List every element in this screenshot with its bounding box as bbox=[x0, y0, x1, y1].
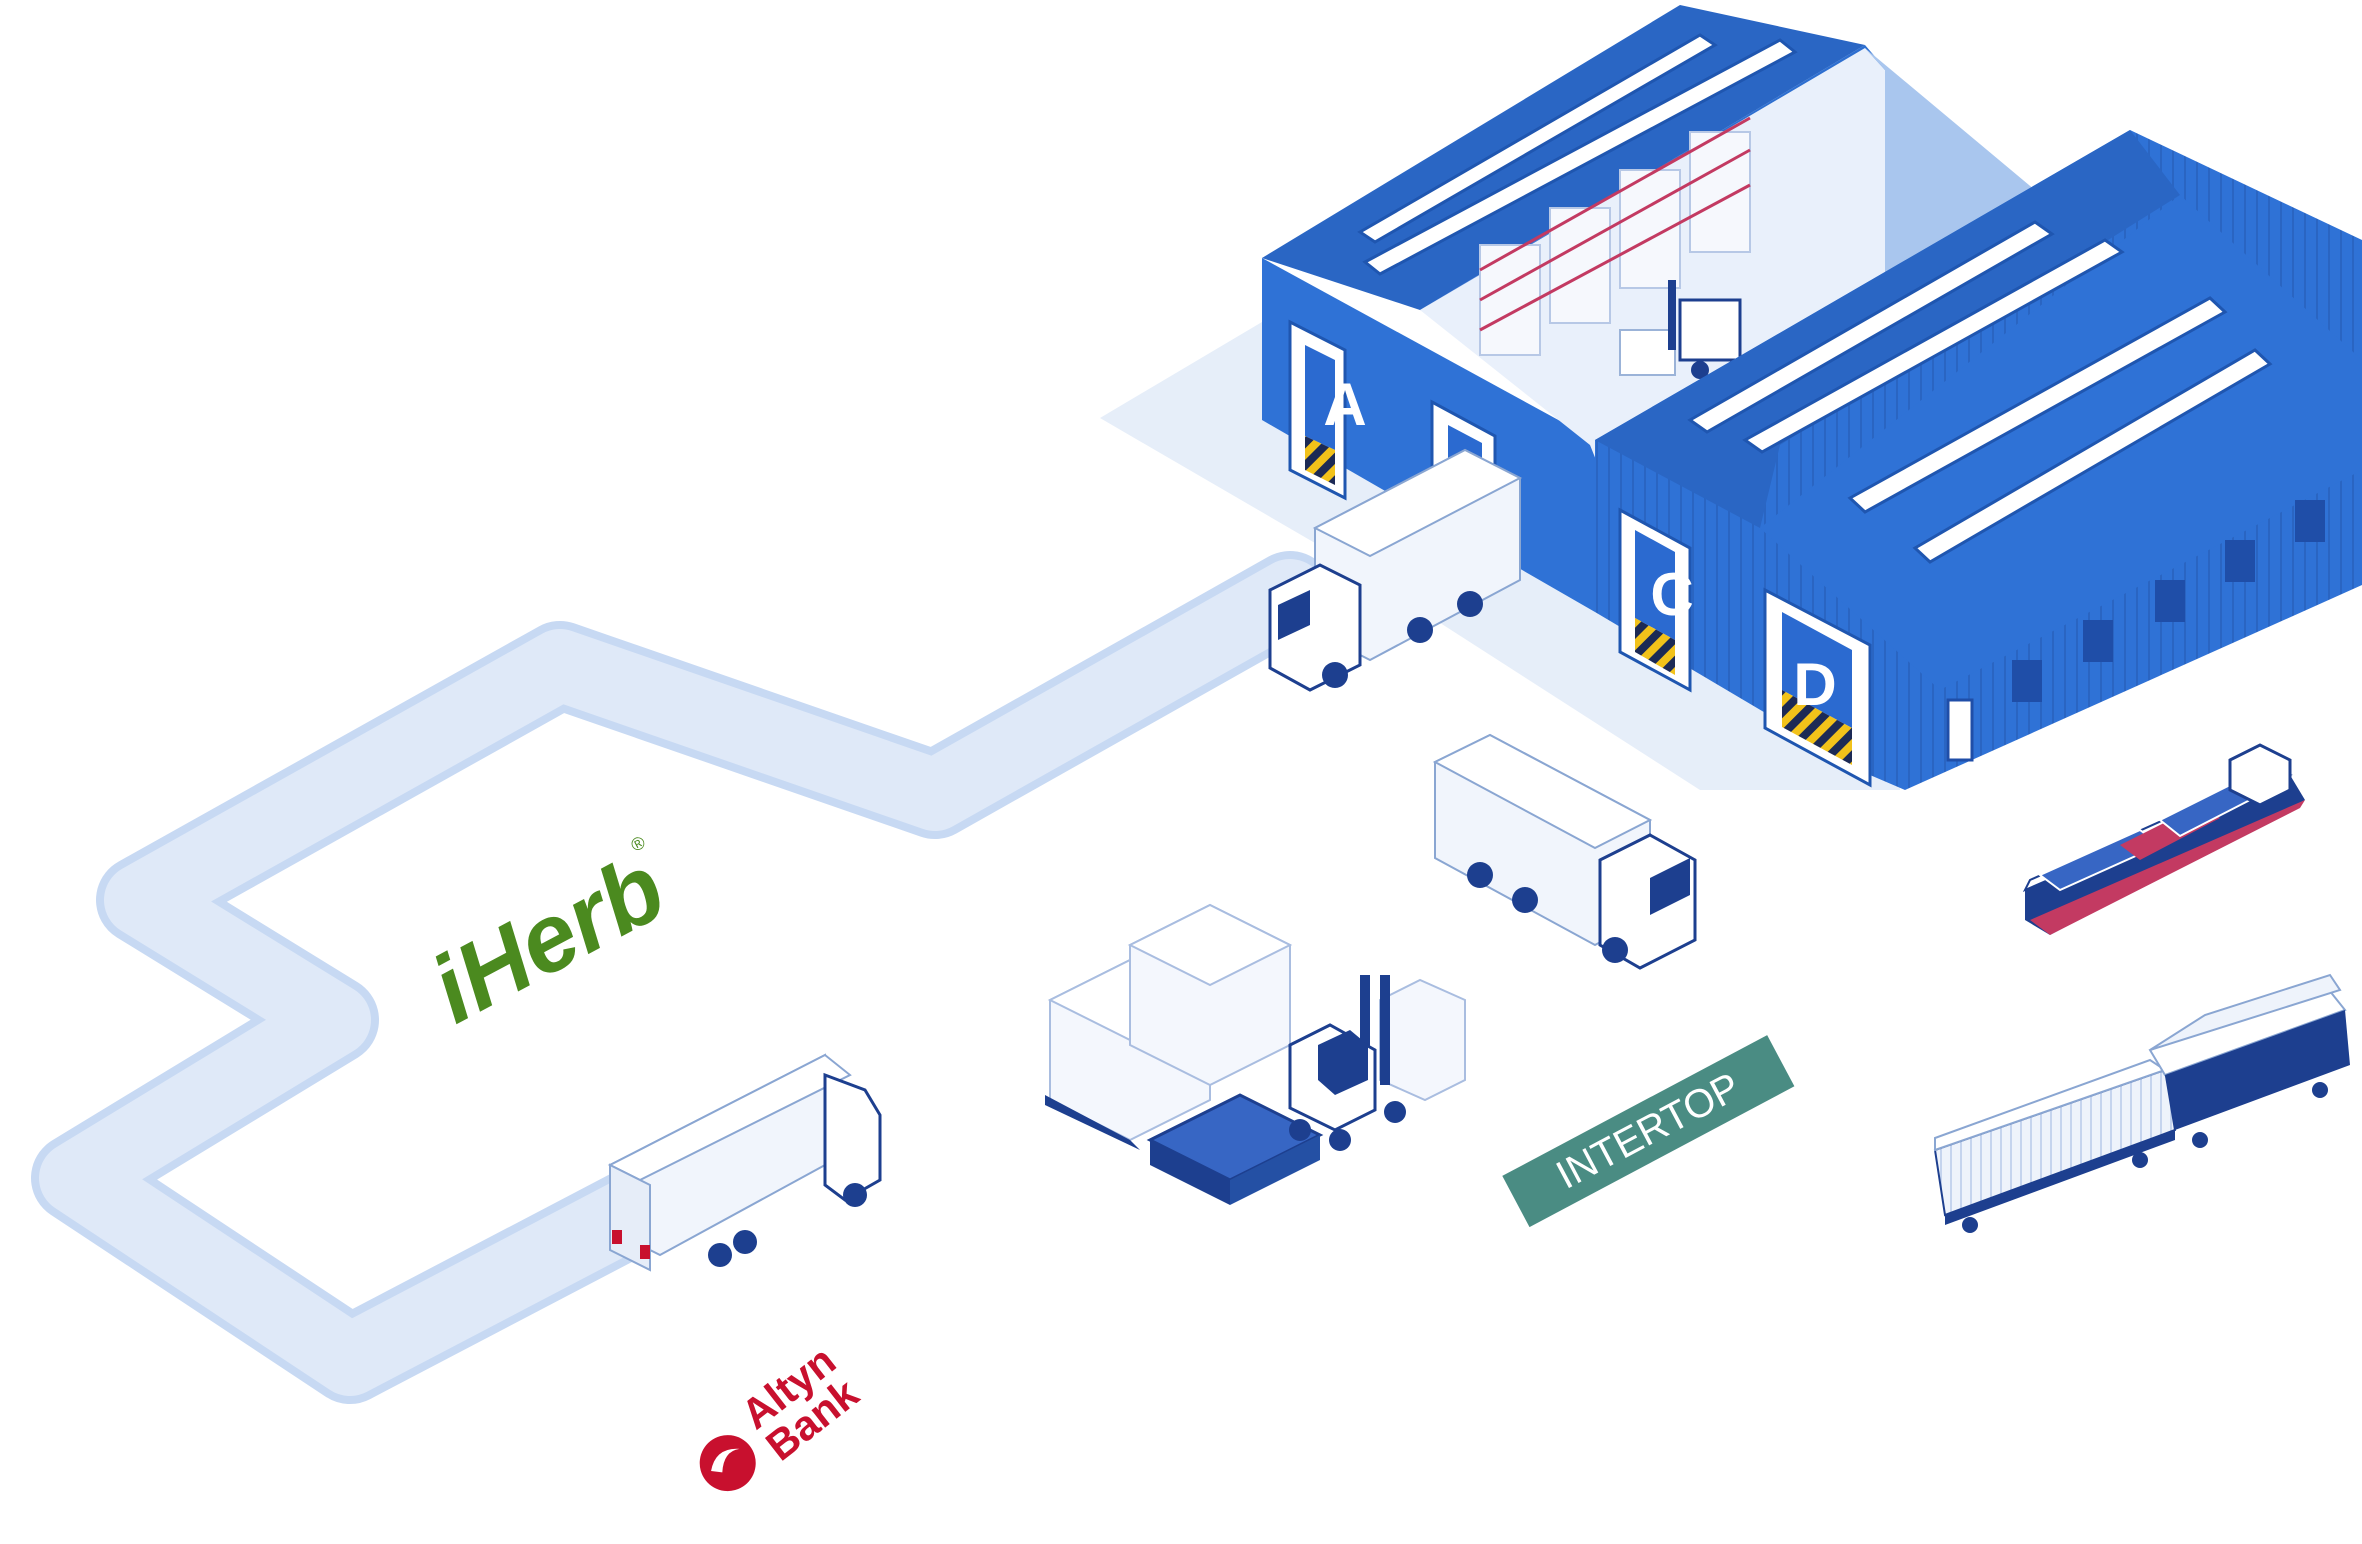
train bbox=[1933, 973, 2350, 1233]
warehouse-gable-glass bbox=[1865, 48, 2035, 300]
intertop-sign: INTERTOP bbox=[1502, 1035, 1795, 1228]
dock-a: A bbox=[1288, 319, 1367, 501]
interior-forklift bbox=[1619, 280, 1742, 379]
truck-road bbox=[607, 1053, 882, 1272]
dock-c: C bbox=[1618, 507, 1694, 693]
dock-d: D bbox=[1763, 587, 1872, 788]
roof-skylights-left bbox=[1357, 33, 1798, 276]
iherb-logo-text: iHerb bbox=[415, 834, 682, 1044]
iherb-logo: iHerb ® bbox=[415, 832, 682, 1044]
cargo-ship bbox=[2022, 743, 2305, 935]
truck-at-dock bbox=[1268, 448, 1523, 692]
pallet-stacks bbox=[1045, 903, 1324, 1205]
dock-label-d: D bbox=[1793, 651, 1836, 718]
dock-label-a: A bbox=[1323, 371, 1366, 438]
roof-skylights-right bbox=[1687, 220, 2273, 564]
truck-plaza bbox=[1432, 733, 1697, 970]
road bbox=[31, 551, 1334, 1404]
altyn-bank-emblem bbox=[699, 1435, 756, 1492]
forklift bbox=[1288, 975, 1466, 1151]
intertop-label: INTERTOP bbox=[1549, 1065, 1747, 1198]
warehouse: A B C D bbox=[1262, 5, 2362, 790]
dock-label-c: C bbox=[1650, 561, 1693, 628]
altyn-bank-logo: Altyn Bank bbox=[699, 1336, 867, 1492]
interior-racks bbox=[1479, 116, 1751, 356]
side-windows bbox=[1946, 500, 2325, 762]
